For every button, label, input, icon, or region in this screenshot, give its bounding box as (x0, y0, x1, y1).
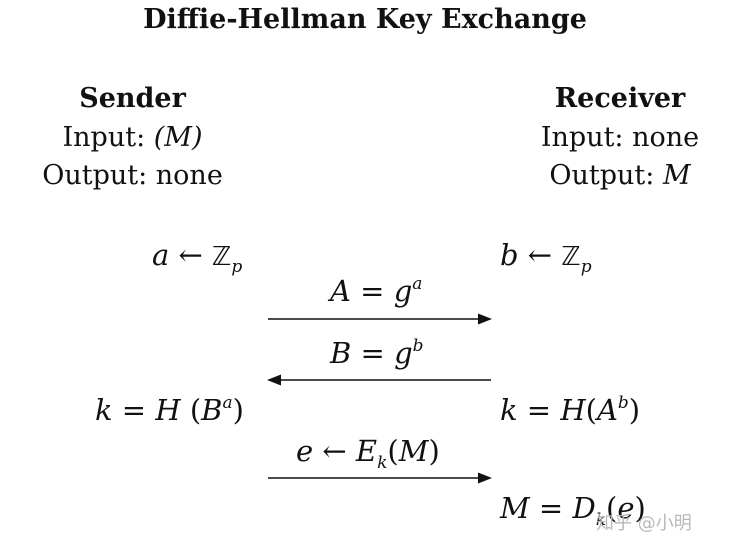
receiver-key: k = H(Ab) (500, 393, 641, 427)
sender-input: Input: (M) (0, 122, 265, 153)
receiver-sample: b ← ℤp (500, 238, 592, 277)
receiver-heading: Receiver (554, 83, 686, 114)
receiver-input: Input: none (540, 122, 700, 153)
arrow-e-to-receiver (268, 472, 492, 484)
sender-input-label: Input: (62, 122, 154, 153)
message-A-label: A = ga (330, 274, 423, 308)
receiver-output: Output: M (500, 160, 730, 191)
sender-key: k = H (Ba) (95, 393, 244, 427)
message-B-label: B = gb (330, 336, 424, 370)
receiver-output-value: M (662, 160, 691, 191)
sender-sample: a ← ℤp (152, 238, 243, 277)
sender-input-value: (M) (153, 122, 203, 153)
diagram-title: Diffie-Hellman Key Exchange (143, 4, 587, 35)
message-e-label: e ← Ek(M) (296, 434, 440, 473)
watermark: 知乎 @小明 (596, 513, 692, 534)
sender-heading: Sender (79, 83, 186, 114)
sender-output: Output: none (42, 160, 223, 191)
receiver-decrypt: M = Dk(e) (500, 491, 646, 530)
receiver-output-label: Output: (549, 160, 663, 191)
arrow-A-to-receiver (268, 313, 492, 325)
arrow-B-to-sender (267, 374, 491, 386)
